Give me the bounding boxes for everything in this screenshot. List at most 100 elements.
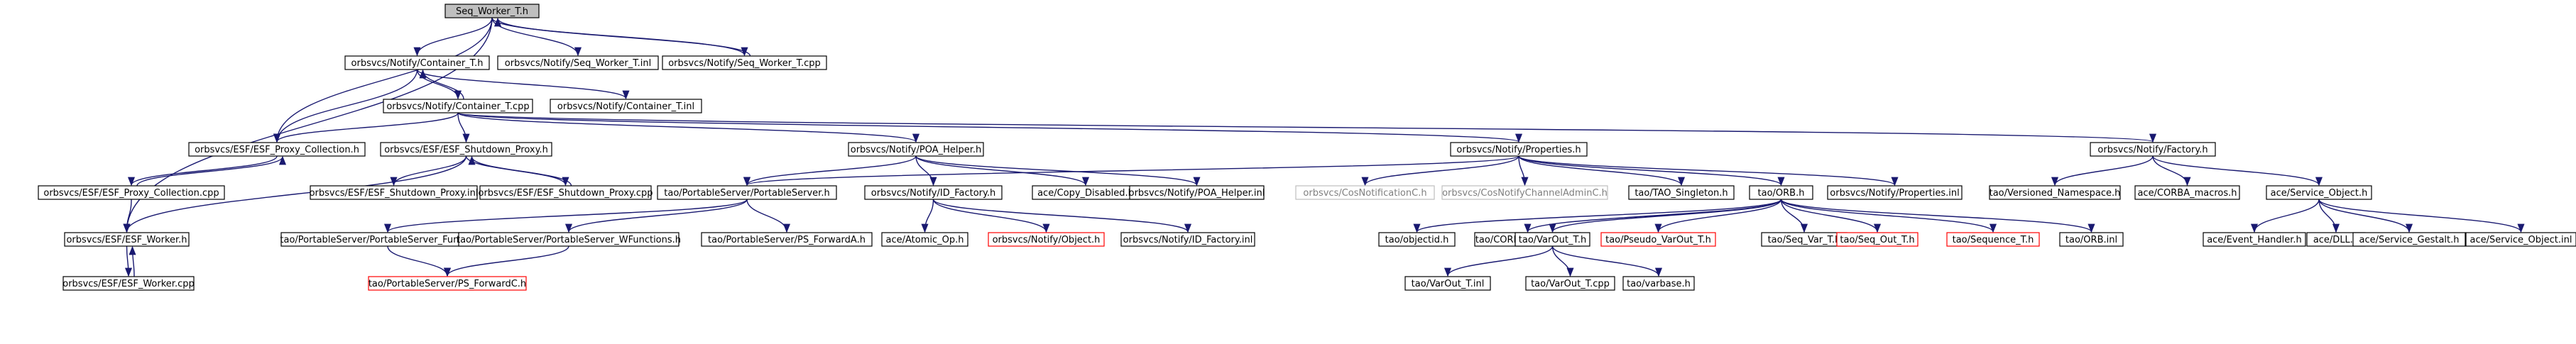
file-node-portable-server-h[interactable]: tao/PortableServer/PortableServer.h <box>657 185 837 200</box>
file-node-seq-worker-inl[interactable]: orbsvcs/Notify/Seq_Worker_T.inl <box>497 55 659 70</box>
node-label: tao/Seq_Out_T.h <box>1840 235 1914 245</box>
edge-ps-functions-h-to-ps-forwardc-h <box>387 245 451 277</box>
node-box <box>550 99 702 113</box>
file-node-objectid-h[interactable]: tao/objectid.h <box>1378 232 1456 247</box>
node-label: tao/Sequence_T.h <box>1953 235 2034 245</box>
file-node-event-handler-h[interactable]: ace/Event_Handler.h <box>2203 232 2306 247</box>
file-nodes: Seq_Worker_T.h orbsvcs/Notify/Container_T… <box>38 4 2576 291</box>
file-node-pseudo-varout-h[interactable]: tao/Pseudo_VarOut_T.h <box>1600 232 1716 247</box>
edge-properties-h-to-cos-notify-channel-admin-h <box>1518 155 1529 187</box>
file-node-sequence-h[interactable]: tao/Sequence_T.h <box>1946 232 2040 247</box>
file-node-varbase-h[interactable]: tao/varbase.h <box>1622 276 1695 291</box>
node-label: tao/PortableServer/PortableServer_Functi… <box>280 235 495 245</box>
node-label: orbsvcs/Notify/Properties.inl <box>1830 188 1959 199</box>
file-node-poa-helper-h[interactable]: orbsvcs/Notify/POA_Helper.h <box>848 142 984 157</box>
file-node-ps-functions-h[interactable]: tao/PortableServer/PortableServer_Functi… <box>280 232 496 247</box>
node-label: orbsvcs/Notify/Seq_Worker_T.inl <box>505 58 651 69</box>
file-node-shutdown-proxy-cpp[interactable]: orbsvcs/ESF/ESF_Shutdown_Proxy.cpp <box>478 185 653 200</box>
edge-varout-h-to-varout-cpp <box>1551 245 1574 277</box>
node-box <box>864 185 1003 200</box>
node-box <box>657 185 837 200</box>
file-node-properties-inl[interactable]: orbsvcs/Notify/Properties.inl <box>1827 185 1963 200</box>
file-node-varout-cpp[interactable]: tao/VarOut_T.cpp <box>1525 276 1615 291</box>
node-box <box>1404 276 1491 291</box>
node-box <box>662 55 827 70</box>
file-node-notify-object-h[interactable]: orbsvcs/Notify/Object.h <box>988 232 1105 247</box>
dependency-edges <box>123 17 2525 277</box>
file-node-atomic-op-h[interactable]: ace/Atomic_Op.h <box>881 232 968 247</box>
edge-id-factory-h-to-id-factory-inl <box>932 199 1191 233</box>
file-node-proxy-collection-h[interactable]: orbsvcs/ESF/ESF_Proxy_Collection.h <box>188 142 366 157</box>
file-node-orb-h[interactable]: tao/ORB.h <box>1749 185 1813 200</box>
node-label: orbsvcs/Notify/Properties.h <box>1456 145 1581 155</box>
file-node-root[interactable]: Seq_Worker_T.h <box>444 4 540 18</box>
file-node-ps-wfunctions-h[interactable]: tao/PortableServer/PortableServer_WFunct… <box>457 232 681 247</box>
file-node-cos-notification-h[interactable]: orbsvcs/CosNotificationC.h <box>1295 185 1435 200</box>
edge-proxy-collection-cpp-to-proxy-collection-h <box>136 155 286 187</box>
file-node-esf-worker-h[interactable]: orbsvcs/ESF/ESF_Worker.h <box>64 232 190 247</box>
file-node-container-cpp[interactable]: orbsvcs/Notify/Container_T.cpp <box>383 99 533 113</box>
file-node-varout-inl[interactable]: tao/VarOut_T.inl <box>1404 276 1491 291</box>
file-node-service-gestalt-h[interactable]: ace/Service_Gestalt.h <box>2352 232 2466 247</box>
node-label: orbsvcs/Notify/ID_Factory.inl <box>1123 235 1253 245</box>
node-label: ace/Service_Gestalt.h <box>2359 235 2459 245</box>
node-label: ace/Service_Object.inl <box>2470 235 2572 245</box>
edge-container-cpp-to-shutdown-proxy-h <box>457 112 470 143</box>
file-node-container-h[interactable]: orbsvcs/Notify/Container_T.h <box>344 55 490 70</box>
node-box <box>988 232 1105 247</box>
node-label: orbsvcs/Notify/Container_T.cpp <box>386 101 529 112</box>
node-label: tao/PortableServer/PortableServer.h <box>664 188 829 199</box>
node-box <box>1827 185 1963 200</box>
edge-esf-worker-h-to-esf-worker-cpp <box>124 245 133 277</box>
file-node-varout-h[interactable]: tao/VarOut_T.h <box>1515 232 1590 247</box>
file-node-shutdown-proxy-inl[interactable]: orbsvcs/ESF/ESF_Shutdown_Proxy.inl <box>310 185 479 200</box>
node-box <box>2465 232 2576 247</box>
file-node-seq-worker-cpp[interactable]: orbsvcs/Notify/Seq_Worker_T.cpp <box>662 55 827 70</box>
file-node-service-object-inl[interactable]: ace/Service_Object.inl <box>2465 232 2576 247</box>
file-node-cos-notify-channel-admin-h[interactable]: orbsvcs/CosNotifyChannelAdminC.h <box>1441 185 1608 200</box>
edge-seq-worker-cpp-to-root <box>494 17 751 57</box>
node-box <box>2203 232 2306 247</box>
node-box <box>64 232 190 247</box>
node-label: tao/PortableServer/PS_ForwardA.h <box>708 235 866 245</box>
edge-shutdown-proxy-cpp-to-shutdown-proxy-h <box>468 155 572 187</box>
file-node-id-factory-h[interactable]: orbsvcs/Notify/ID_Factory.h <box>864 185 1003 200</box>
file-node-seq-var-h[interactable]: tao/Seq_Var_T.h <box>1761 232 1848 247</box>
file-node-ps-forwardc-h[interactable]: tao/PortableServer/PS_ForwardC.h <box>368 276 527 291</box>
file-node-ps-forwarda-h[interactable]: tao/PortableServer/PS_ForwardA.h <box>701 232 873 247</box>
node-label: ace/Service_Object.h <box>2271 188 2368 199</box>
file-node-seq-out-h[interactable]: tao/Seq_Out_T.h <box>1836 232 1919 247</box>
file-node-esf-worker-cpp[interactable]: orbsvcs/ESF/ESF_Worker.cpp <box>62 276 195 291</box>
edge-factory-h-to-corba-macros-h <box>2152 155 2191 187</box>
node-label: tao/Versioned_Namespace.h <box>1990 188 2121 199</box>
file-node-container-inl[interactable]: orbsvcs/Notify/Container_T.inl <box>550 99 702 113</box>
edge-service-object-h-to-event-handler-h <box>2251 199 2320 233</box>
file-node-versioned-namespace-h[interactable]: tao/Versioned_Namespace.h <box>1989 185 2121 200</box>
node-label: orbsvcs/CosNotifyChannelAdminC.h <box>1442 188 1608 199</box>
file-node-proxy-collection-cpp[interactable]: orbsvcs/ESF/ESF_Proxy_Collection.cpp <box>38 185 225 200</box>
edge-portable-server-h-to-ps-forwarda-h <box>746 199 791 233</box>
file-node-factory-h[interactable]: orbsvcs/Notify/Factory.h <box>2090 142 2216 157</box>
node-box <box>1749 185 1813 200</box>
file-node-poa-helper-inl[interactable]: orbsvcs/Notify/POA_Helper.inl <box>1129 185 1265 200</box>
edge-container-cpp-to-properties-h <box>457 112 1522 143</box>
edge-portable-server-h-to-ps-functions-h <box>384 199 748 233</box>
edge-orb-h-to-orb-inl <box>1780 199 2095 233</box>
edge-shutdown-proxy-h-to-shutdown-proxy-inl <box>390 155 467 187</box>
file-node-copy-disabled-h[interactable]: ace/Copy_Disabled.h <box>1032 185 1140 200</box>
node-label: Seq_Worker_T.h <box>456 6 528 17</box>
edge-properties-h-to-tao-singleton-h <box>1518 155 1685 187</box>
file-node-shutdown-proxy-h[interactable]: orbsvcs/ESF/ESF_Shutdown_Proxy.h <box>380 142 552 157</box>
file-node-service-object-h[interactable]: ace/Service_Object.h <box>2266 185 2372 200</box>
file-node-corba-macros-h[interactable]: ace/CORBA_macros.h <box>2134 185 2240 200</box>
node-box <box>479 185 652 200</box>
node-box <box>1836 232 1919 247</box>
file-node-properties-h[interactable]: orbsvcs/Notify/Properties.h <box>1450 142 1588 157</box>
node-box <box>383 99 533 113</box>
file-node-id-factory-inl[interactable]: orbsvcs/Notify/ID_Factory.inl <box>1120 232 1255 247</box>
node-box <box>368 276 527 291</box>
file-node-orb-inl[interactable]: tao/ORB.inl <box>2059 232 2124 247</box>
file-node-tao-singleton-h[interactable]: tao/TAO_Singleton.h <box>1628 185 1735 200</box>
edge-container-h-to-container-inl <box>416 69 630 100</box>
node-label: orbsvcs/CosNotificationC.h <box>1303 188 1426 199</box>
